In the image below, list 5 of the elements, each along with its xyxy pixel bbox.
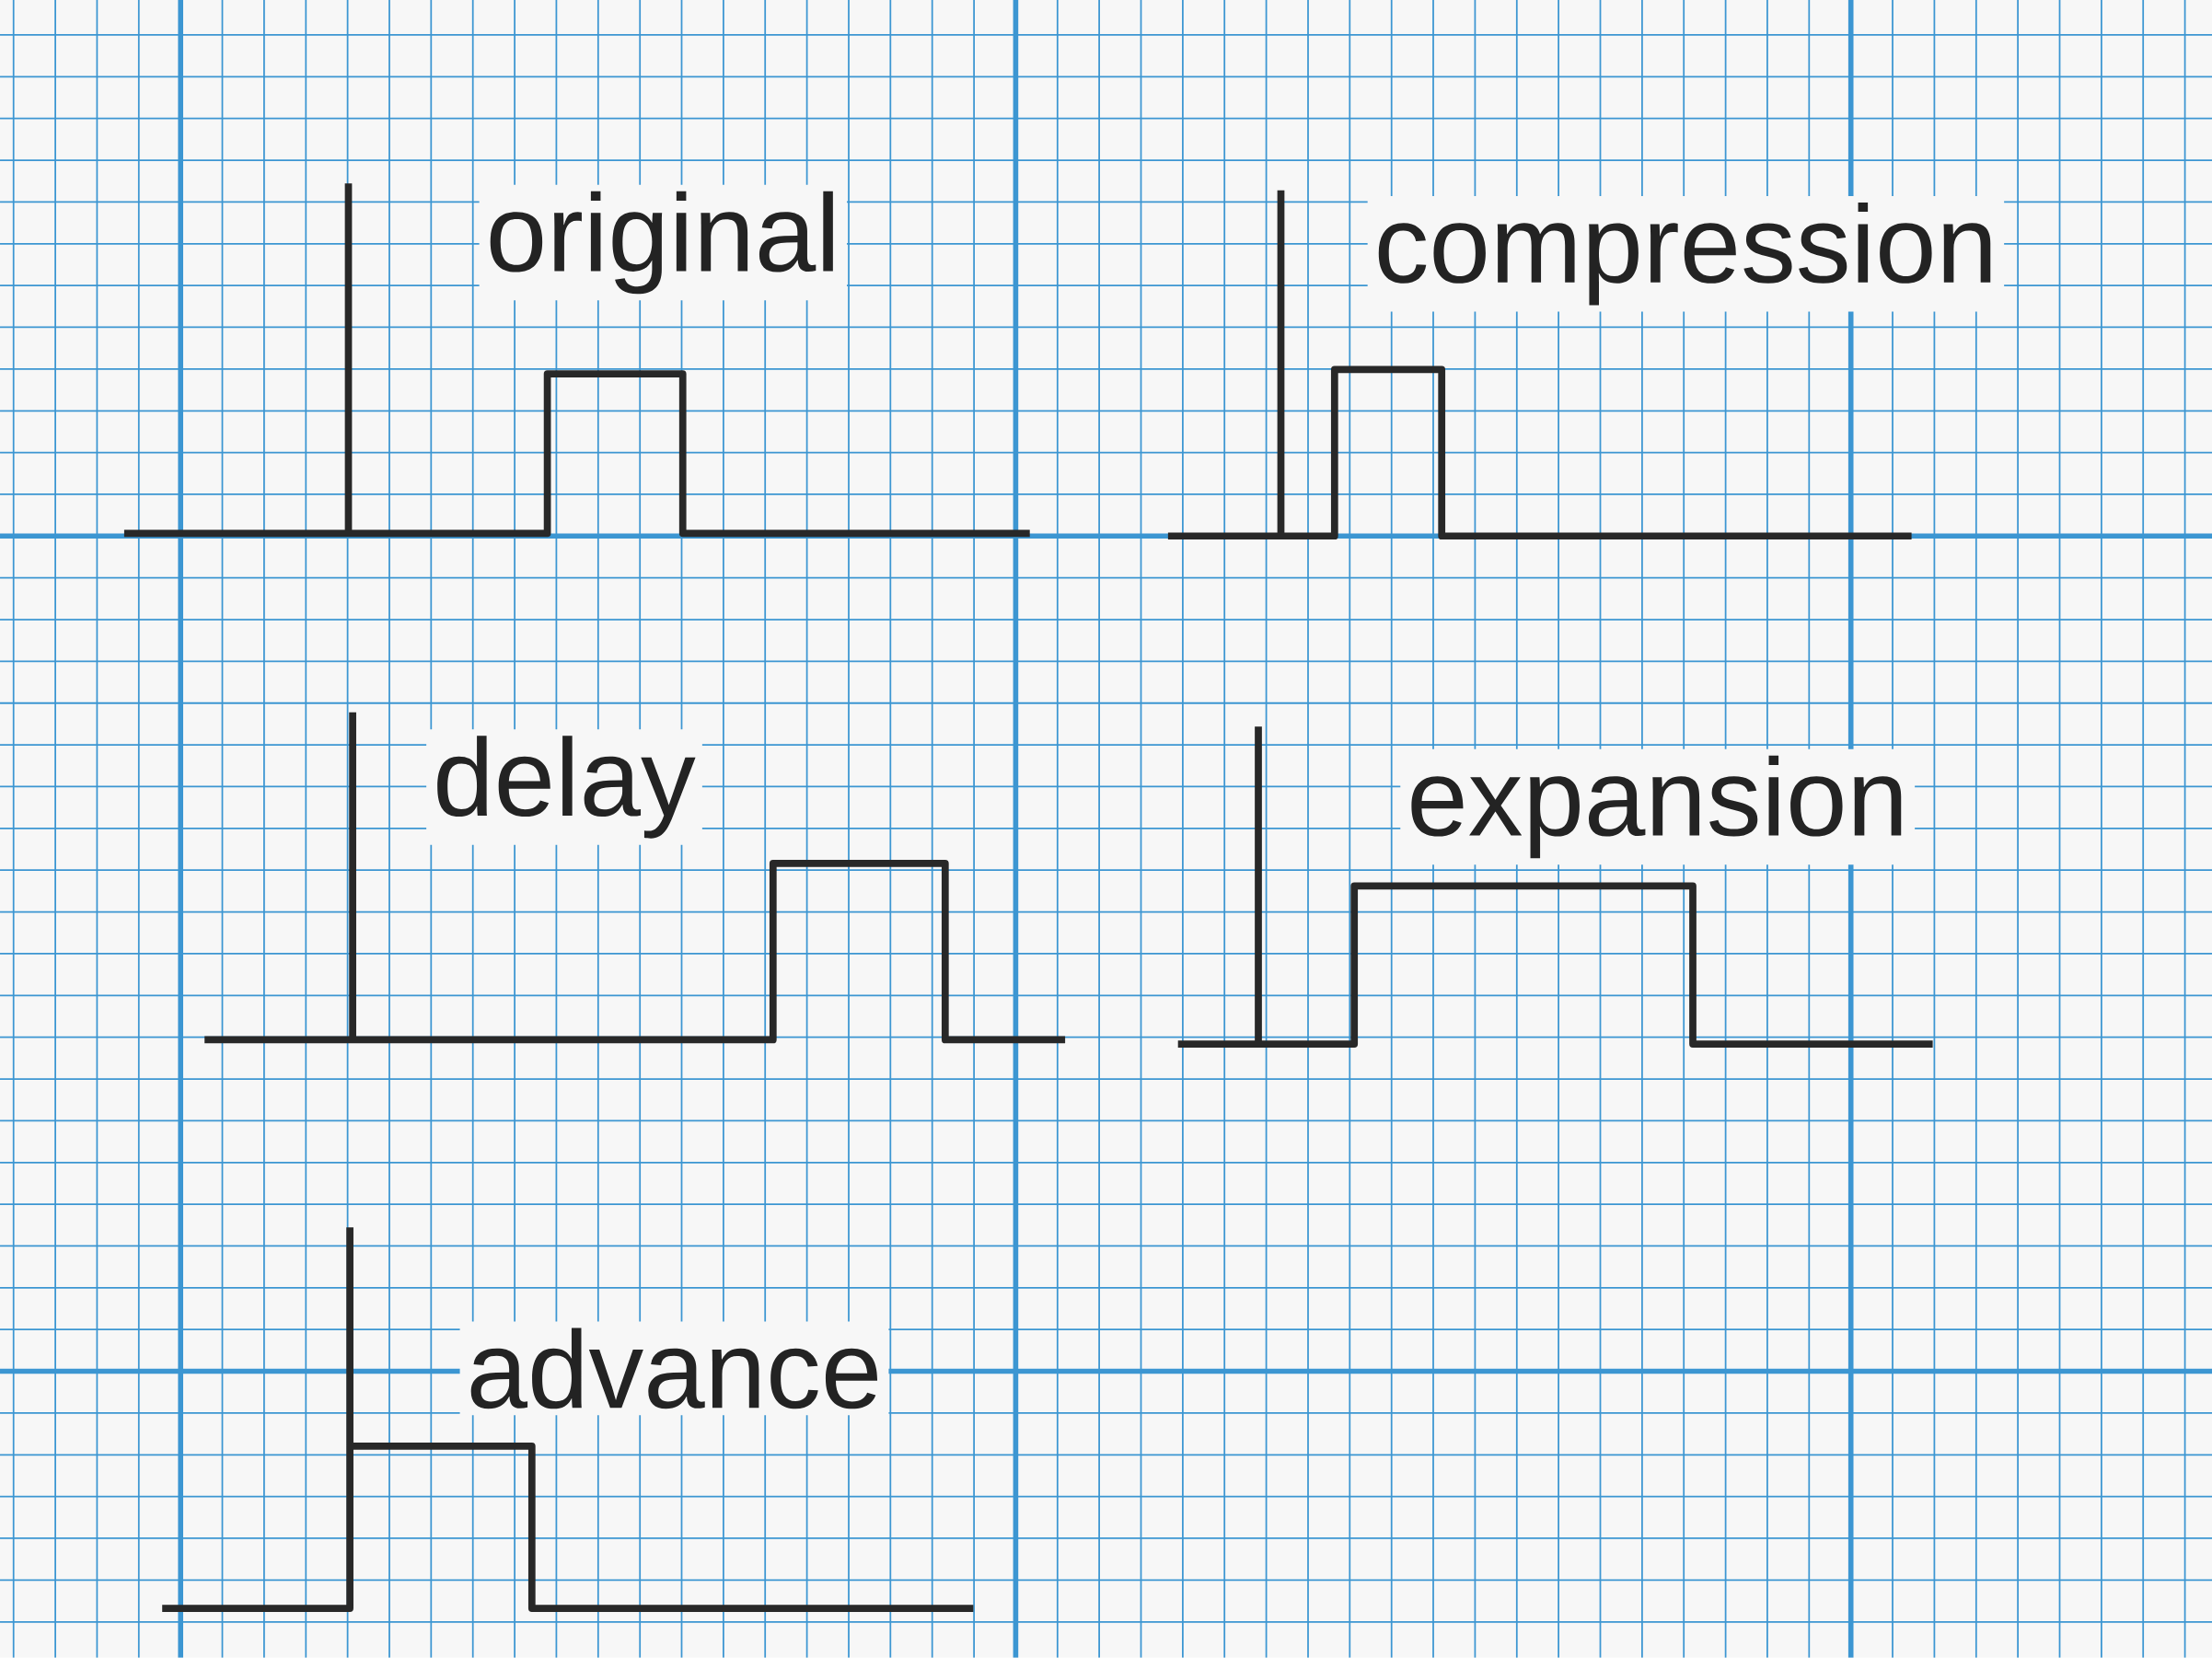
plot-label: compression [1367,196,2005,312]
plot-label: advance [459,1321,889,1416]
plot-label: expansion [1400,749,1916,865]
plot-label: delay [426,729,702,845]
plot-label: original [479,185,847,301]
